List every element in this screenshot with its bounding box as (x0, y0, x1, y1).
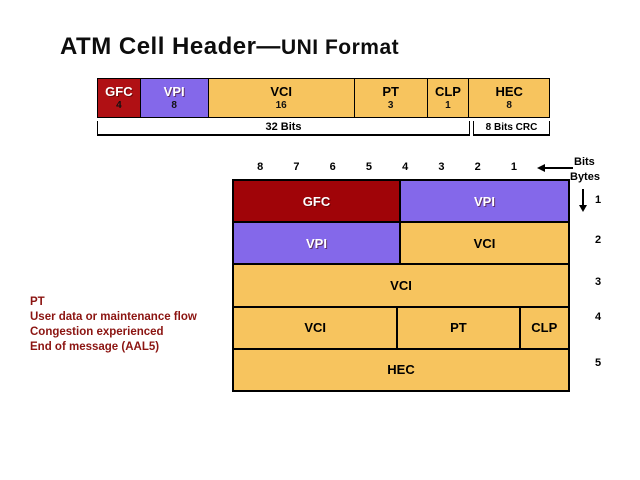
bracket-8-bits-crc-label: 8 Bits CRC (485, 122, 538, 133)
field-clp-label: CLP (434, 84, 461, 99)
bracket-32-bits-label: 32 Bits (265, 121, 302, 133)
byte-row-1: GFC VPI (234, 181, 568, 224)
bit-number-row: 8 7 6 5 4 3 2 1 (242, 161, 532, 173)
field-vpi-label: VPI (163, 84, 185, 99)
annotation-line-1: PT (30, 296, 45, 308)
field-vci-bits: 16 (275, 100, 287, 111)
arrow-down-icon (579, 189, 587, 212)
byte-number-3: 3 (594, 276, 602, 288)
header-fields-bar: GFC 4 VPI 8 VCI 16 PT 3 CLP 1 HEC 8 (97, 78, 550, 118)
cell-vci-low: VCI (234, 307, 399, 348)
arrow-left-line (544, 167, 573, 169)
byte-number-5: 5 (594, 357, 602, 369)
cell-clp: CLP (520, 307, 568, 348)
field-gfc-bits: 4 (116, 100, 122, 111)
field-vci: VCI 16 (208, 79, 355, 117)
arrow-down-head (579, 205, 587, 212)
bits-label: Bits (574, 156, 595, 168)
cell-pt: PT (398, 307, 521, 348)
cell-vpi-low: VPI (234, 223, 401, 264)
field-hec: HEC 8 (469, 79, 549, 117)
byte-grid: GFC VPI VPI VCI VCI VCI PT CLP HEC (232, 179, 570, 392)
cell-gfc: GFC (234, 181, 401, 222)
bit-number-6: 6 (329, 161, 336, 173)
bit-number-7: 7 (293, 161, 300, 173)
field-pt-bits: 3 (387, 100, 394, 111)
byte-row-2: VPI VCI (234, 223, 568, 266)
field-clp-bits: 1 (445, 100, 451, 111)
cell-hec: HEC (234, 349, 568, 391)
bit-number-1: 1 (510, 161, 517, 173)
title-sub: UNI Format (280, 36, 400, 59)
field-vpi-bits: 8 (171, 100, 177, 111)
byte-number-1: 1 (594, 194, 602, 206)
field-hec-bits: 8 (506, 100, 512, 111)
byte-number-4: 4 (594, 311, 602, 323)
pt-annotations: PT User data or maintenance flow Congest… (30, 295, 197, 355)
annotation-line-2: User data or maintenance flow (30, 311, 197, 323)
bit-number-4: 4 (402, 161, 409, 173)
field-vpi: VPI 8 (140, 79, 209, 117)
annotation-line-3: Congestion experienced (30, 326, 164, 338)
annotation-line-4: End of message (AAL5) (30, 341, 160, 353)
byte-row-5: HEC (234, 349, 568, 391)
arrow-left-head (537, 164, 545, 172)
field-vci-label: VCI (270, 84, 293, 99)
cell-vci-high: VCI (401, 223, 568, 264)
cell-vci-mid: VCI (234, 265, 568, 306)
arrow-down-line (582, 189, 584, 206)
title-main: ATM Cell Header— (60, 33, 281, 60)
field-pt-label: PT (382, 84, 399, 99)
bit-number-5: 5 (365, 161, 372, 173)
field-pt: PT 3 (354, 79, 428, 117)
bytes-label: Bytes (570, 171, 600, 183)
field-hec-label: HEC (495, 84, 523, 99)
arrow-left-icon (537, 164, 573, 172)
field-gfc-label: GFC (105, 84, 133, 99)
page-title: ATM Cell Header—UNI Format (60, 34, 399, 61)
bit-number-3: 3 (438, 161, 445, 173)
bit-number-2: 2 (474, 161, 481, 173)
bracket-8-bits-crc: 8 Bits CRC (473, 121, 550, 136)
bracket-32-bits: 32 Bits (97, 121, 470, 136)
bit-number-8: 8 (257, 161, 264, 173)
byte-row-4: VCI PT CLP (234, 307, 568, 350)
byte-row-3: VCI (234, 265, 568, 308)
byte-number-2: 2 (594, 234, 602, 246)
field-clp: CLP 1 (427, 79, 470, 117)
cell-vpi-high: VPI (401, 181, 568, 222)
field-gfc: GFC 4 (98, 79, 141, 117)
